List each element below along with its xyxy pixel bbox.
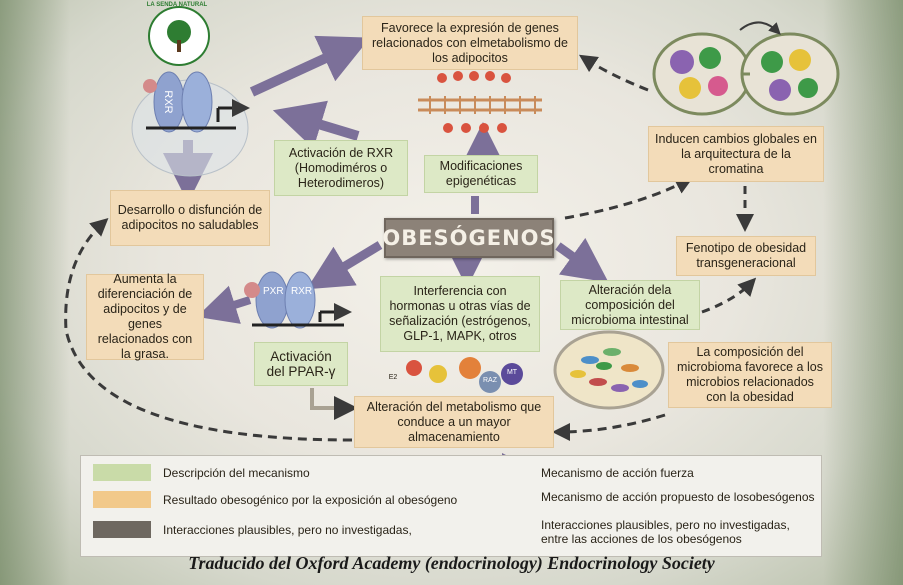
dash-center-to-chromatin bbox=[564, 177, 694, 220]
box-rxr-activation: Activación de RXR (Homodiméros o Heterod… bbox=[274, 140, 408, 196]
arrow-rxr-to-receptor bbox=[272, 100, 360, 149]
box-gene-expression: Favorece la expresión de genes relaciona… bbox=[362, 16, 578, 70]
ppar-receptor-illustration bbox=[244, 271, 352, 329]
legend-swatch-gray bbox=[93, 521, 151, 538]
box-metabolism-alteration: Alteración del metabolismo que conduce a… bbox=[354, 396, 554, 448]
box-microbiome-favor: La composición del microbioma favorece a… bbox=[668, 342, 832, 408]
arrow-center-to-ppar bbox=[306, 241, 383, 290]
svg-text:RXR: RXR bbox=[162, 90, 174, 113]
box-chromatin: Inducen cambios globales en la arquitect… bbox=[648, 126, 824, 182]
legend-swatch-orange bbox=[93, 491, 151, 508]
rxr2-label: RXR bbox=[291, 286, 313, 297]
box-microbiome-alteration: Alteración dela composición del microbio… bbox=[560, 280, 700, 330]
legend: Descripción del mecanismo Resultado obes… bbox=[80, 455, 822, 557]
right-vegetation bbox=[823, 0, 903, 585]
petri-dish-illustration bbox=[553, 330, 665, 410]
tree-icon bbox=[167, 20, 191, 52]
logo-text: LA SENDA NATURAL bbox=[146, 2, 208, 8]
dash-microbiome-favor-to-metabolism bbox=[552, 413, 666, 441]
arrow-center-to-microbiome bbox=[555, 237, 609, 283]
box-transgenerational: Fenotipo de obesidad transgeneracional bbox=[676, 236, 816, 276]
signal-molecules bbox=[406, 357, 523, 393]
legend-text-gray: Interacciones plausibles, pero no invest… bbox=[163, 523, 412, 537]
pxr-label: PXR bbox=[263, 286, 284, 297]
box-ppar-activation: Activación del PPAR-γ bbox=[254, 342, 348, 386]
left-vegetation bbox=[0, 0, 70, 585]
chromatin-illustration bbox=[652, 21, 840, 116]
box-adipocyte-dysfunction: Desarrollo o disfunción de adipocitos no… bbox=[110, 190, 270, 246]
legend-text-orange: Resultado obesogénico por la exposición … bbox=[163, 493, 458, 507]
legend-arrow-text-solid: Mecanismo de acción fuerza bbox=[541, 466, 694, 480]
e2-label: E2 bbox=[388, 374, 398, 381]
dna-illustration bbox=[418, 71, 542, 133]
logo bbox=[148, 6, 210, 66]
footer-credit: Traducido del Oxford Academy (endocrinol… bbox=[188, 553, 715, 573]
dash-microbiome-to-transgen bbox=[701, 277, 757, 314]
arrow-ppar-to-metabolism bbox=[310, 388, 358, 420]
legend-arrow-text-dash-2: Interacciones plausibles, pero no invest… bbox=[541, 518, 790, 546]
legend-text-green: Descripción del mecanismo bbox=[163, 466, 310, 480]
arrow-to-gene-expression bbox=[249, 35, 371, 97]
raz-label: RAZ bbox=[483, 377, 497, 384]
box-hormone-interference: Interferencia con hormonas u otras vías … bbox=[380, 276, 540, 352]
rxr-receptor-illustration: RXR bbox=[131, 71, 250, 177]
box-epigenetic: Modificaciones epigenéticas bbox=[424, 155, 538, 193]
arrow-ppar-to-differentiation bbox=[196, 285, 252, 324]
legend-swatch-green bbox=[93, 464, 151, 481]
dash-chromatin-to-gene bbox=[578, 54, 649, 92]
legend-arrow-text-dash: Mecanismo de acción propuesto de losobes… bbox=[541, 490, 815, 504]
central-obesogenos: OBESÓGENOS bbox=[382, 218, 555, 258]
mt-label: MT bbox=[506, 369, 518, 376]
box-differentiation: Aumenta la diferenciación de adipocitos … bbox=[86, 272, 204, 361]
